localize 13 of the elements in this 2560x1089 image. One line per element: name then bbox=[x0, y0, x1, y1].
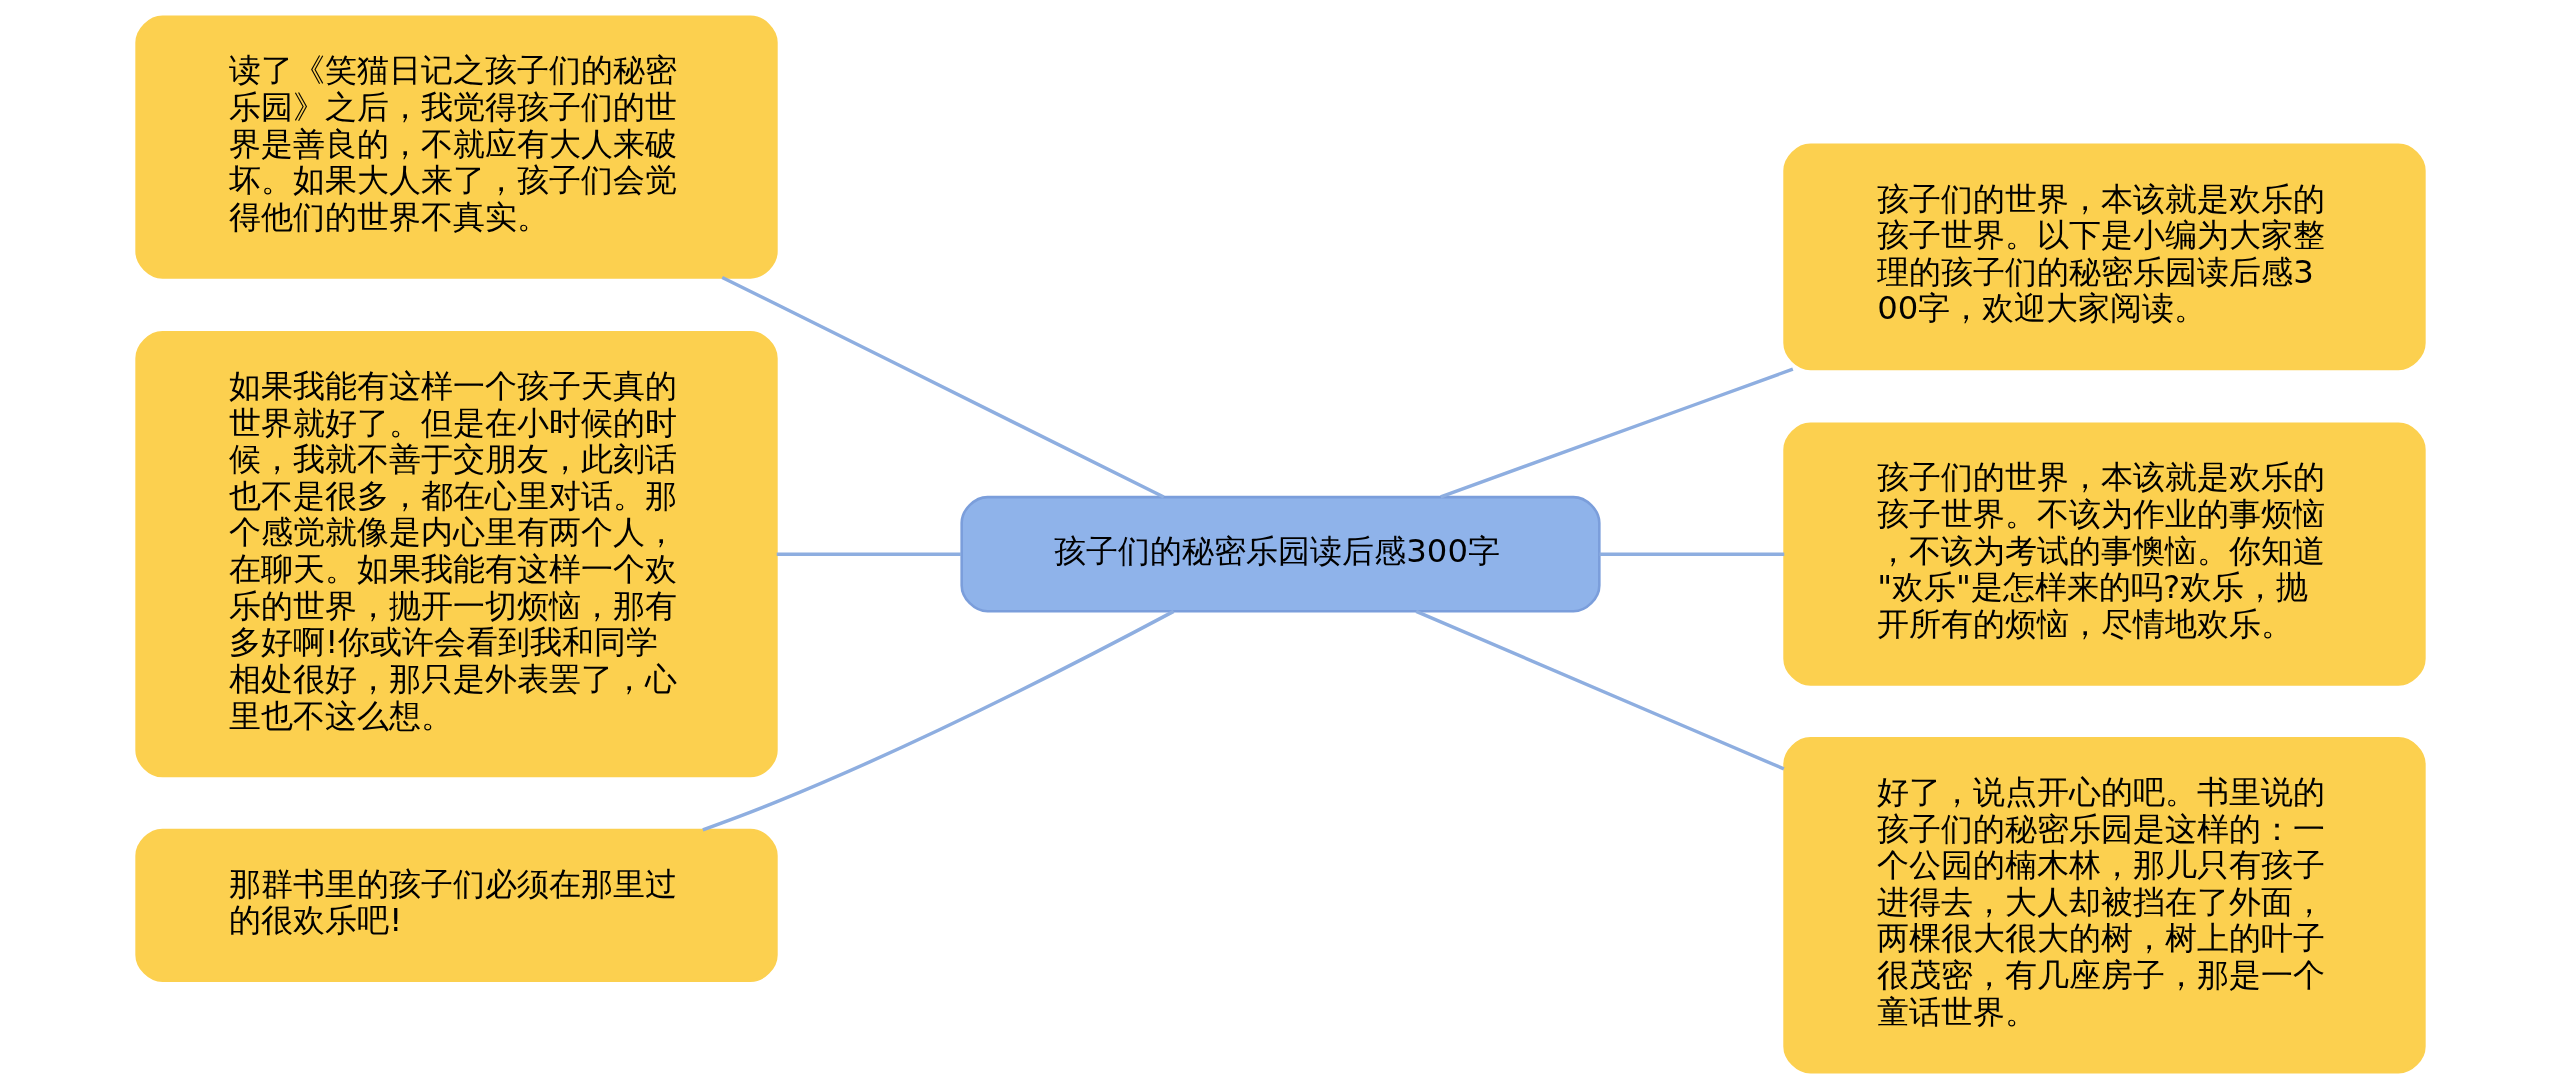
node-box: 如果我能有这样一个孩子天真的世界就好了。但是在小时候的时候，我就不善于交朋友，此刻话也不是很多，都在心里对话。那个感觉就像是内心里有两个人，在聊天。如果我能有这样一个欢乐的世界，抛开一切烦恼，那有多好啊!你或许会看到我和同学相处很好，那只是外表罢了，心里也不这么想。 bbox=[134, 331, 778, 778]
node-box: 那群书里的孩子们必须在那里过的很欢乐吧! bbox=[134, 828, 778, 983]
connector bbox=[720, 275, 1165, 499]
connector bbox=[1439, 367, 1793, 499]
node-box: 孩子们的世界，本该就是欢乐的孩子世界。以下是小编为大家整理的孩子们的秘密乐园读后感300字，欢迎大家阅读。 bbox=[1782, 143, 2426, 371]
node-box: 孩子们的世界，本该就是欢乐的孩子世界。不该为作业的事烦恼，不该为考试的事懊恼。你知道"欢乐"是怎样来的吗?欢乐，抛开所有的烦恼，尽情地欢乐。 bbox=[1782, 422, 2426, 686]
node-box: 好了，说点开心的吧。书里说的孩子们的秘密乐园是这样的：一个公园的楠木林，那儿只有孩子进得去，大人却被挡在了外面，两棵很大很大的树，树上的叶子很茂密，有几座房子，那是一个童话世界。 bbox=[1782, 737, 2426, 1074]
connector bbox=[1415, 609, 1785, 771]
node-box: 读了《笑猫日记之孩子们的秘密乐园》之后，我觉得孩子们的世界是善良的，不就应有大人来破坏。如果大人来了，孩子们会觉得他们的世界不真实。 bbox=[134, 15, 778, 279]
connector bbox=[776, 552, 961, 556]
connector bbox=[701, 609, 1174, 832]
connector bbox=[1599, 552, 1784, 556]
node-box: 孩子们的秘密乐园读后感300字 bbox=[959, 495, 1601, 613]
